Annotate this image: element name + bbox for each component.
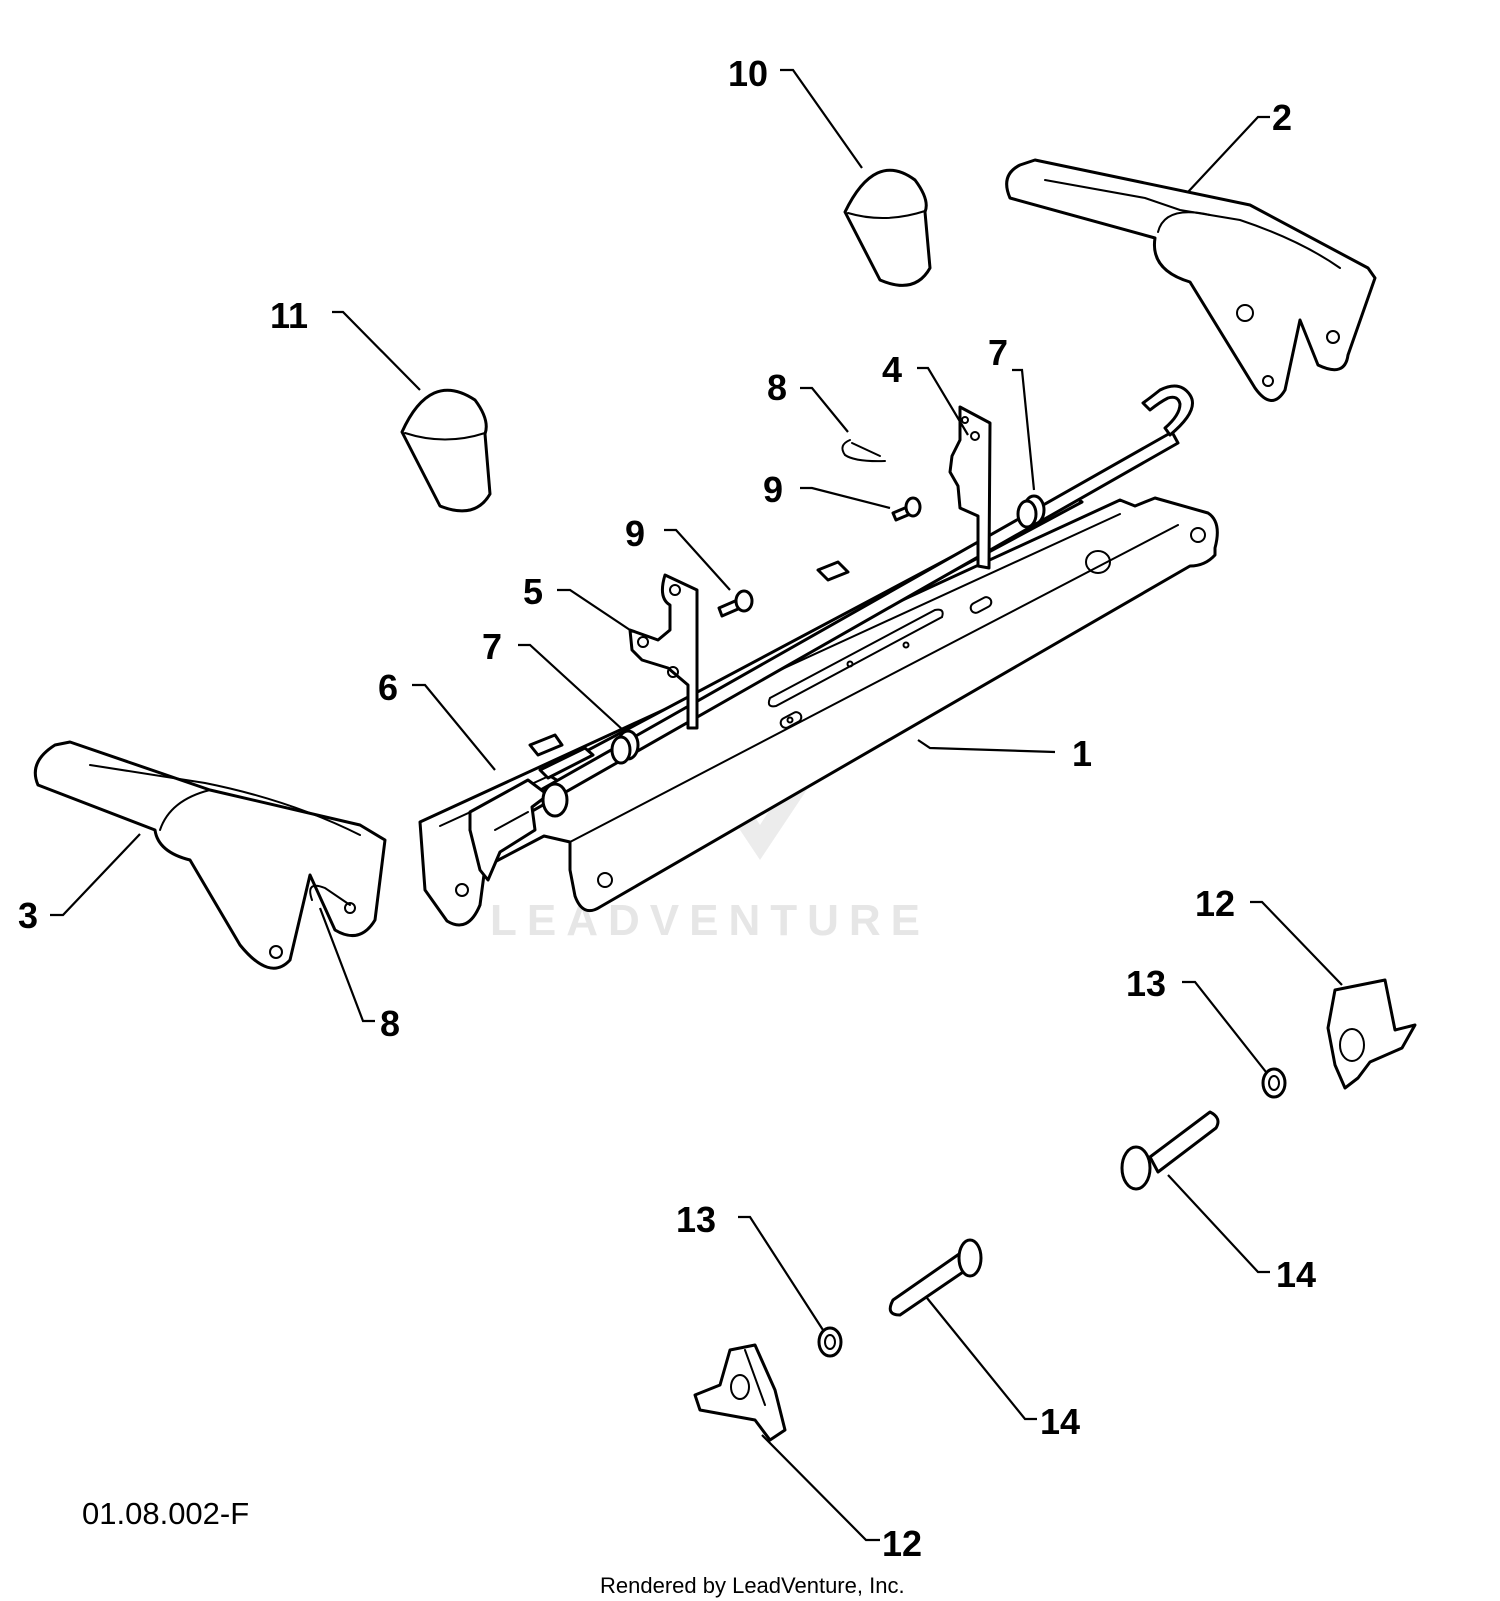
callout-14-bottom: 14 xyxy=(1040,1401,1080,1442)
callout-12-right: 12 xyxy=(1195,883,1235,924)
callout-6: 6 xyxy=(378,667,398,708)
callout-8-top: 8 xyxy=(767,367,787,408)
part-9-bolt-right xyxy=(891,496,922,522)
callout-7-right: 7 xyxy=(988,332,1008,373)
callout-13-bottom: 13 xyxy=(676,1199,716,1240)
callout-1: 1 xyxy=(1072,733,1092,774)
callout-9-left: 9 xyxy=(625,513,645,554)
callout-10: 10 xyxy=(728,53,768,94)
part-8-hairpin-top xyxy=(841,439,886,463)
part-6-linkage xyxy=(468,733,595,882)
leader-lines xyxy=(50,68,1343,1542)
callout-12-bottom: 12 xyxy=(882,1523,922,1564)
part-10-knob xyxy=(843,168,932,287)
tab-center xyxy=(816,560,850,582)
part-7-bushing-right xyxy=(1016,494,1046,529)
callout-14-right: 14 xyxy=(1276,1254,1316,1295)
callout-4: 4 xyxy=(882,349,902,390)
part-9-bolt-left xyxy=(717,589,754,618)
part-12-knob-bottom xyxy=(693,1343,787,1442)
callout-3: 3 xyxy=(18,895,38,936)
part-12-knob-right xyxy=(1326,978,1417,1090)
part-14-bolt-bottom xyxy=(888,1238,983,1317)
callouts: 1 2 3 4 5 6 7 7 8 8 9 9 10 11 12 12 13 1… xyxy=(18,53,1316,1564)
part-2-lever xyxy=(1005,158,1377,402)
part-4-lever-bracket xyxy=(948,405,992,570)
watermark-text: LEADVENTURE xyxy=(490,896,930,945)
part-14-bolt-right xyxy=(1120,1110,1220,1191)
part-7-bushing-left xyxy=(610,729,640,765)
part-3-lever xyxy=(33,740,387,970)
part-13-nut-right xyxy=(1261,1067,1287,1099)
callout-13-right: 13 xyxy=(1126,963,1166,1004)
part-13-nut-bottom xyxy=(817,1326,843,1358)
callout-5: 5 xyxy=(523,571,543,612)
callout-2: 2 xyxy=(1272,97,1292,138)
part-5-lever-bracket xyxy=(628,573,699,730)
part-11-knob xyxy=(400,388,492,513)
callout-7-left: 7 xyxy=(482,626,502,667)
drawing-id: 01.08.002-F xyxy=(82,1496,249,1531)
render-credit: Rendered by LeadVenture, Inc. xyxy=(600,1573,905,1598)
callout-8-left: 8 xyxy=(380,1003,400,1044)
callout-11: 11 xyxy=(270,295,308,336)
part-1-bracket-plate xyxy=(418,492,1219,927)
callout-9-right: 9 xyxy=(763,469,783,510)
